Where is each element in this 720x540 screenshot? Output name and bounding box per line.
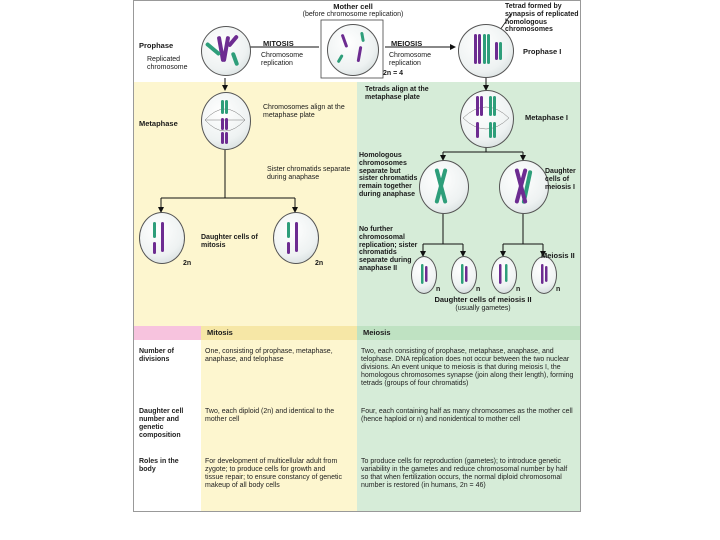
two-n-label: 2n = 4: [383, 70, 404, 77]
meiosis-ii-cell-1: [411, 256, 437, 294]
daughter-cells-mitosis-label: Daughter cells of mitosis: [201, 234, 258, 249]
table-header-mitosis: [201, 326, 357, 340]
figure-frame: [133, 0, 581, 512]
chromosome-replication-left: Chromosome replication: [261, 52, 304, 67]
tetrads-align-label: Tetrads align at the metaphase plate: [365, 86, 429, 101]
table-body-labels: [133, 340, 201, 512]
mother-cell-chromosomes: [337, 31, 365, 63]
table-header-meiosis: [357, 326, 581, 340]
stage-prophase-i: Prophase I: [523, 47, 562, 56]
table-header-meiosis-label: Meiosis: [363, 328, 391, 337]
label-n-2: n: [476, 286, 481, 293]
label-n-3: n: [516, 286, 521, 293]
replicated-chromosome-label: Replicated chromosome: [147, 56, 188, 71]
meiosis-metaphase-i-cell: [460, 90, 514, 148]
mother-cell-subtitle: (before chromosome replication): [302, 11, 404, 18]
row-roles-label: Roles in the body: [139, 458, 179, 473]
table-body-mitosis: [201, 340, 357, 512]
row-roles-meiosis: To produce cells for reproduction (gamet…: [361, 458, 568, 489]
stage-prophase: Prophase: [139, 41, 174, 50]
label-n-4: n: [556, 286, 561, 293]
meiosis-ii-cell-3: [491, 256, 517, 294]
chromosomes-align-label: Chromosomes align at the metaphase plate: [263, 104, 345, 119]
stage-meiosis-ii: Meiosis II: [541, 251, 575, 260]
table-body-meiosis: [357, 340, 581, 512]
row-number-of-divisions-meiosis: Two, each consisting of prophase, metaph…: [361, 348, 574, 387]
meiosis-ii-cell-2: [451, 256, 477, 294]
tetrad-callout: Tetrad formed by synapsis of replicated …: [505, 3, 579, 34]
row-number-of-divisions-mitosis: One, consisting of prophase, metaphase, …: [205, 348, 333, 363]
label-2n-left: 2n: [183, 260, 192, 267]
row-daughter-cell-label: Daughter cell number and genetic composi…: [139, 408, 184, 439]
table-header-mitosis-label: Mitosis: [207, 328, 233, 337]
cell-chromosomes: [153, 34, 548, 284]
meiosis-ii-cell-4: [531, 256, 557, 294]
daughter-cells-meiosis-i-label: Daughter cells of meiosis I: [545, 168, 576, 191]
stage-metaphase-i: Metaphase I: [525, 113, 568, 122]
label-n-1: n: [436, 286, 441, 293]
table-header-blank: [133, 326, 201, 340]
daughter-cells-meiosis-ii-label: Daughter cells of meiosis II: [434, 295, 532, 304]
chromosome-replication-right: Chromosome replication: [389, 52, 432, 67]
no-further-replication-label: No further chromosomal replication; sist…: [359, 226, 418, 273]
mitosis-meiosis-figure: Mother cell (before chromosome replicati…: [133, 0, 581, 512]
meiosis-title: MEIOSIS: [391, 39, 423, 48]
row-daughter-cell-mitosis: Two, each diploid (2n) and identical to …: [205, 408, 335, 423]
stage-metaphase: Metaphase: [139, 119, 178, 128]
sister-chromatids-separate-label: Sister chromatids separate during anapha…: [267, 166, 351, 181]
homologous-separate-label: Homologous chromosomes separate but sist…: [359, 152, 418, 199]
mother-cell: [327, 24, 379, 76]
mitosis-title: MITOSIS: [263, 39, 294, 48]
row-daughter-cell-meiosis: Four, each containing half as many chrom…: [361, 408, 573, 423]
row-roles-mitosis: For development of multicellular adult f…: [205, 458, 342, 489]
mother-cell-title: Mother cell: [333, 2, 373, 11]
label-2n-right: 2n: [315, 260, 324, 267]
row-number-of-divisions-label: Number of divisions: [139, 348, 174, 363]
usually-gametes-label: (usually gametes): [455, 305, 511, 312]
